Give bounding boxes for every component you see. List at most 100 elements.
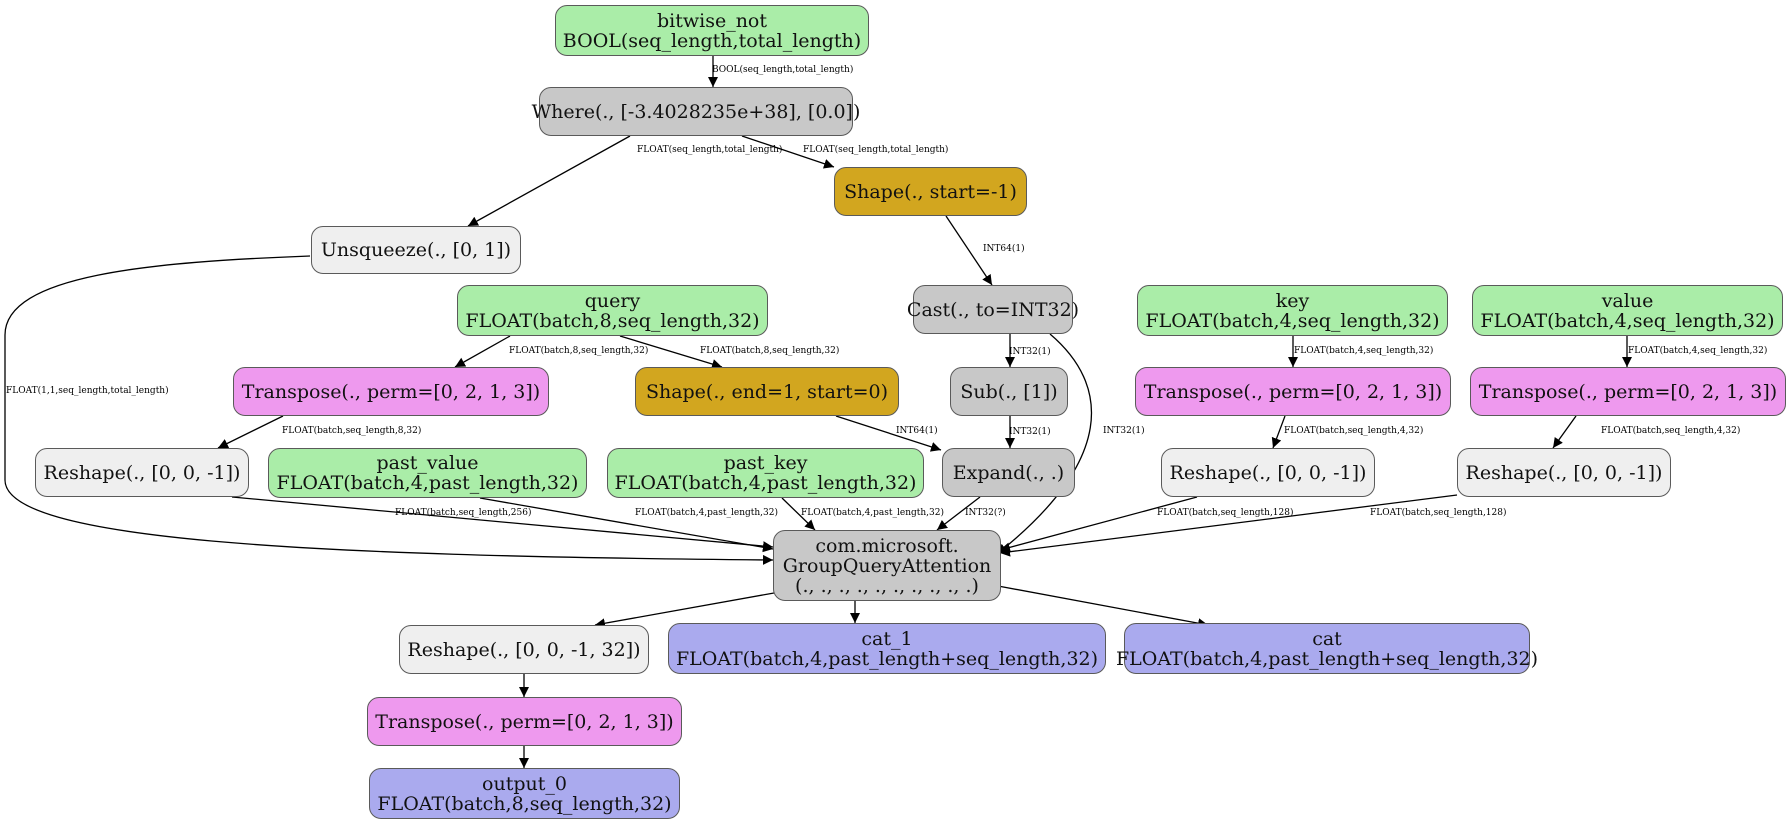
- edge-transposev-reshape: [1552, 415, 1577, 449]
- node-expand-label: Expand(., .): [952, 461, 1065, 484]
- node-output-0[interactable]: output_0 FLOAT(batch,8,seq_length,32): [369, 768, 680, 819]
- node-transpose-key-label: Transpose(., perm=[0, 2, 1, 3]): [1143, 380, 1443, 403]
- node-cat-1-name: cat_1: [861, 627, 913, 650]
- edge-label-value-transpose: FLOAT(batch,4,seq_length,32): [1628, 346, 1768, 356]
- node-reshape-output-label: Reshape(., [0, 0, -1, 32]): [407, 638, 641, 661]
- node-reshape-key[interactable]: Reshape(., [0, 0, -1]): [1161, 448, 1375, 497]
- node-bitwise-not-name: bitwise_not: [656, 9, 768, 32]
- edge-label-shape-cast: INT64(1): [983, 244, 1025, 254]
- edge-label-reshapev-gqa: FLOAT(batch,seq_length,128): [1370, 508, 1507, 518]
- node-reshape-output[interactable]: Reshape(., [0, 0, -1, 32]): [399, 625, 649, 674]
- node-past-key[interactable]: past_key FLOAT(batch,4,past_length,32): [607, 448, 924, 498]
- node-cat-type: FLOAT(batch,4,past_length+seq_length,32): [1115, 647, 1539, 670]
- edge-pastkey-gqa: [781, 497, 816, 531]
- node-cast[interactable]: Cast(., to=INT32): [907, 285, 1079, 334]
- node-shape-end-label: Shape(., end=1, start=0): [645, 380, 889, 403]
- edge-label-where-unsqueeze: FLOAT(seq_length,total_length): [637, 145, 783, 155]
- edge-label-shape-expand: INT64(1): [896, 426, 938, 436]
- node-gqa-op: GroupQueryAttention: [782, 554, 992, 577]
- edge-pastvalue-gqa: [479, 497, 774, 553]
- node-key-type: FLOAT(batch,4,seq_length,32): [1145, 309, 1440, 332]
- node-reshape-key-label: Reshape(., [0, 0, -1]): [1169, 461, 1367, 484]
- edge-label-where-shape: FLOAT(seq_length,total_length): [803, 145, 949, 155]
- node-value-type: FLOAT(batch,4,seq_length,32): [1480, 309, 1775, 332]
- edge-shape-cast: [945, 215, 993, 286]
- node-gqa-domain: com.microsoft.: [815, 534, 959, 557]
- node-query-type: FLOAT(batch,8,seq_length,32): [465, 309, 760, 332]
- edge-label-unsqueeze-gqa: FLOAT(1,1,seq_length,total_length): [6, 386, 169, 396]
- node-gqa-args: (., ., ., ., ., ., ., ., ., .): [795, 574, 979, 597]
- edge-gqa-cat: [997, 585, 1209, 629]
- edge-expand-gqa: [936, 496, 981, 531]
- edge-label-bitwise-where: BOOL(seq_length,total_length): [712, 65, 854, 75]
- edge-label-sub-expand: INT32(1): [1009, 427, 1051, 437]
- node-shape-end[interactable]: Shape(., end=1, start=0): [635, 367, 899, 416]
- edge-shape-expand: [835, 415, 942, 452]
- node-past-value-name: past_value: [376, 452, 479, 474]
- node-past-key-type: FLOAT(batch,4,past_length,32): [614, 472, 917, 494]
- node-bitwise-not[interactable]: bitwise_not BOOL(seq_length,total_length…: [555, 5, 869, 56]
- node-sub[interactable]: Sub(., [1]): [950, 367, 1068, 416]
- edge-reshapeq-gqa: [231, 496, 774, 552]
- node-transpose-query[interactable]: Transpose(., perm=[0, 2, 1, 3]): [233, 367, 549, 416]
- node-where[interactable]: Where(., [-3.4028235e+38], [0.0]): [532, 87, 860, 136]
- node-transpose-value[interactable]: Transpose(., perm=[0, 2, 1, 3]): [1470, 367, 1786, 416]
- edge-where-unsqueeze: [467, 135, 631, 227]
- node-cast-label: Cast(., to=INT32): [906, 298, 1080, 321]
- node-query-name: query: [584, 289, 641, 312]
- node-output-0-type: FLOAT(batch,8,seq_length,32): [377, 792, 672, 815]
- edge-label-transposek-reshape: FLOAT(batch,seq_length,4,32): [1284, 426, 1424, 436]
- edge-query-transpose: [454, 335, 511, 368]
- node-where-label: Where(., [-3.4028235e+38], [0.0]): [531, 100, 861, 123]
- edge-label-reshapeq-gqa: FLOAT(batch,seq_length,256): [395, 508, 532, 518]
- edge-gqa-reshapeout: [594, 592, 775, 629]
- node-cat-1[interactable]: cat_1 FLOAT(batch,4,past_length+seq_leng…: [668, 623, 1106, 674]
- node-transpose-key[interactable]: Transpose(., perm=[0, 2, 1, 3]): [1135, 367, 1451, 416]
- edge-label-pastvalue-gqa: FLOAT(batch,4,past_length,32): [635, 508, 779, 518]
- node-unsqueeze-label: Unsqueeze(., [0, 1]): [320, 239, 512, 261]
- node-value-name: value: [1601, 289, 1654, 312]
- node-bitwise-not-type: BOOL(seq_length,total_length): [562, 29, 862, 52]
- node-cat-1-type: FLOAT(batch,4,past_length+seq_length,32): [675, 647, 1099, 670]
- node-reshape-value[interactable]: Reshape(., [0, 0, -1]): [1457, 448, 1671, 497]
- node-cat-name: cat: [1312, 627, 1342, 650]
- node-key[interactable]: key FLOAT(batch,4,seq_length,32): [1137, 285, 1448, 336]
- edge-reshapek-gqa: [999, 496, 1198, 553]
- edge-reshapev-gqa: [999, 494, 1458, 557]
- node-expand[interactable]: Expand(., .): [942, 448, 1075, 497]
- node-transpose-query-label: Transpose(., perm=[0, 2, 1, 3]): [241, 380, 541, 403]
- node-shape-start-label: Shape(., start=-1): [844, 180, 1017, 203]
- node-reshape-value-label: Reshape(., [0, 0, -1]): [1465, 461, 1663, 484]
- edge-transposeq-reshape: [217, 415, 284, 449]
- node-past-value[interactable]: past_value FLOAT(batch,4,past_length,32): [268, 448, 587, 498]
- edge-transposek-reshape: [1271, 415, 1286, 449]
- edge-label-pastkey-gqa: FLOAT(batch,4,past_length,32): [801, 508, 945, 518]
- edge-unsqueeze-gqa: [4, 255, 774, 565]
- node-unsqueeze[interactable]: Unsqueeze(., [0, 1]): [311, 226, 521, 274]
- node-transpose-output[interactable]: Transpose(., perm=[0, 2, 1, 3]): [367, 697, 682, 746]
- node-key-name: key: [1275, 289, 1310, 312]
- edge-label-transposev-reshape: FLOAT(batch,seq_length,4,32): [1601, 426, 1741, 436]
- node-query[interactable]: query FLOAT(batch,8,seq_length,32): [457, 285, 768, 336]
- node-transpose-value-label: Transpose(., perm=[0, 2, 1, 3]): [1478, 380, 1778, 403]
- node-reshape-query[interactable]: Reshape(., [0, 0, -1]): [35, 448, 249, 497]
- node-output-0-name: output_0: [482, 772, 567, 795]
- edge-label-cast-sub: INT32(1): [1009, 347, 1051, 357]
- node-sub-label: Sub(., [1]): [960, 380, 1058, 403]
- node-past-key-name: past_key: [723, 452, 808, 474]
- node-reshape-query-label: Reshape(., [0, 0, -1]): [43, 461, 241, 484]
- node-group-query-attention[interactable]: com.microsoft. GroupQueryAttention (., .…: [773, 530, 1001, 601]
- edge-label-transposeq-reshape: FLOAT(batch,seq_length,8,32): [282, 426, 422, 436]
- node-shape-start[interactable]: Shape(., start=-1): [834, 167, 1027, 216]
- edge-label-reshapek-gqa: FLOAT(batch,seq_length,128): [1157, 508, 1294, 518]
- node-value[interactable]: value FLOAT(batch,4,seq_length,32): [1472, 285, 1783, 336]
- edge-label-expand-gqa: INT32(?): [965, 508, 1006, 518]
- edge-label-query-transpose: FLOAT(batch,8,seq_length,32): [509, 346, 649, 356]
- node-cat[interactable]: cat FLOAT(batch,4,past_length+seq_length…: [1116, 623, 1538, 674]
- edge-label-query-shape: FLOAT(batch,8,seq_length,32): [700, 346, 840, 356]
- edge-query-shape: [619, 335, 723, 369]
- edge-where-shape: [741, 135, 835, 169]
- node-past-value-type: FLOAT(batch,4,past_length,32): [276, 472, 579, 494]
- edge-label-cast-gqa: INT32(1): [1103, 426, 1145, 436]
